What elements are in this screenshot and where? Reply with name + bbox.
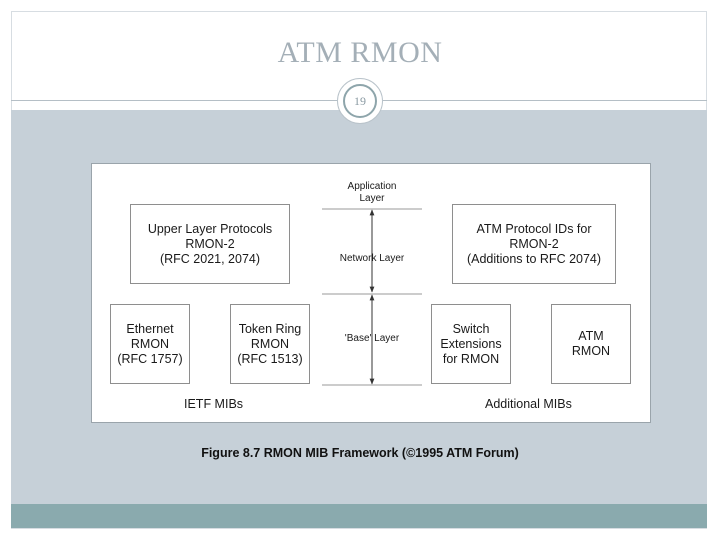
layer-axis-graphic bbox=[322, 208, 422, 386]
atm-rmon-box: ATM RMON bbox=[551, 304, 631, 384]
switch-extensions-box: Switch Extensions for RMON bbox=[431, 304, 511, 384]
additional-mibs-label: Additional MIBs bbox=[485, 397, 572, 411]
figure-caption: Figure 8.7 RMON MIB Framework (©1995 ATM… bbox=[201, 446, 519, 460]
footer-band bbox=[11, 504, 707, 528]
network-layer-label: Network Layer bbox=[339, 253, 405, 264]
slide-title: ATM RMON bbox=[277, 36, 443, 69]
rmon-mib-framework-figure: Application Layer Network Layer 'Base' L… bbox=[91, 163, 651, 423]
base-layer-label: 'Base' Layer bbox=[344, 333, 400, 344]
atm-protocol-ids-box: ATM Protocol IDs for RMON-2 (Additions t… bbox=[452, 204, 616, 284]
page-number-badge: 19 bbox=[337, 78, 383, 124]
ietf-mibs-label: IETF MIBs bbox=[184, 397, 244, 411]
ethernet-rmon-box: Ethernet RMON (RFC 1757) bbox=[110, 304, 190, 384]
application-layer-label: Application Layer bbox=[347, 181, 397, 204]
upper-layer-protocols-box: Upper Layer Protocols RMON-2 (RFC 2021, … bbox=[130, 204, 290, 284]
page-number: 19 bbox=[343, 84, 377, 118]
token-ring-rmon-box: Token Ring RMON (RFC 1513) bbox=[230, 304, 310, 384]
